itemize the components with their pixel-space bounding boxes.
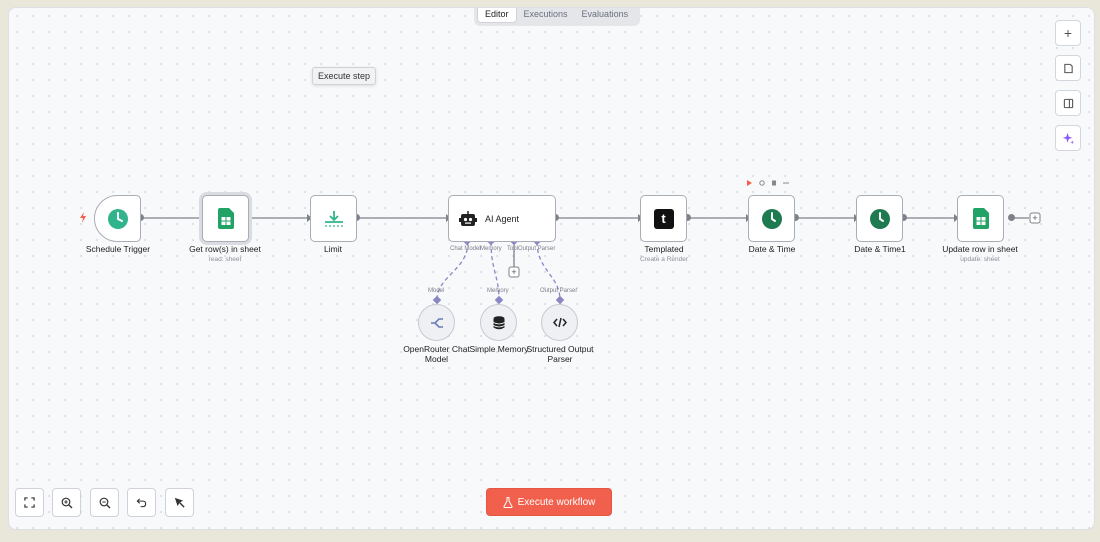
sub-port-model: Model [428, 288, 445, 294]
node-update-row[interactable] [957, 195, 1004, 242]
port-memory: Memory [480, 246, 502, 252]
clock-icon [869, 208, 890, 229]
google-sheets-icon [972, 208, 989, 229]
zoom-in-button[interactable] [52, 488, 81, 517]
port-chat-model: Chat Model [450, 246, 481, 252]
tab-evaluations[interactable]: Evaluations [581, 9, 629, 19]
tab-executions[interactable]: Executions [523, 9, 568, 19]
undo-button[interactable] [127, 488, 156, 517]
port-tool: Tool [507, 246, 519, 252]
node-subtitle: update: sheet [960, 256, 1000, 263]
node-date-time-1[interactable] [856, 195, 903, 242]
node-label: Date & Time1 [854, 244, 906, 254]
note-icon [1063, 63, 1073, 73]
clock-icon [107, 208, 128, 229]
play-icon [747, 180, 752, 186]
clock-icon [761, 208, 782, 229]
svg-text:+: + [511, 267, 516, 277]
view-tabs: Editor Executions Evaluations [474, 8, 640, 26]
port-output-parser: Output Parser [518, 246, 556, 252]
code-icon [552, 317, 567, 328]
fullscreen-icon [24, 497, 35, 508]
templated-logo-icon: t [653, 208, 674, 229]
node-label: OpenRouter Chat Model [403, 344, 470, 364]
sub-port-output-parser: Output Parser [540, 288, 578, 294]
tab-editor[interactable]: Editor [477, 8, 517, 23]
node-get-rows[interactable] [202, 195, 249, 242]
zoom-out-button[interactable] [90, 488, 119, 517]
connections: + + [140, 212, 1041, 305]
node-label: Date & Time [748, 244, 796, 254]
output-handle[interactable] [900, 214, 907, 221]
node-label: Schedule Trigger [85, 244, 151, 254]
add-node-button[interactable]: + [1055, 20, 1081, 46]
node-label: Templated [644, 244, 684, 254]
sticky-note-button[interactable] [1055, 55, 1081, 81]
execute-step-tooltip: Execute step [312, 67, 377, 85]
sparkle-icon [1062, 132, 1074, 144]
node-schedule-trigger[interactable] [94, 195, 141, 242]
limit-icon [324, 210, 343, 227]
node-hover-toolbar [747, 180, 789, 186]
node-simple-memory[interactable] [480, 304, 517, 341]
node-label: Update row in sheet [942, 244, 1018, 254]
zoom-out-icon [99, 497, 110, 508]
tidy-up-button[interactable] [165, 488, 194, 517]
node-date-time[interactable] [748, 195, 795, 242]
wand-icon [174, 497, 185, 508]
robot-icon [459, 210, 477, 226]
openrouter-icon [430, 317, 443, 328]
node-limit[interactable] [310, 195, 357, 242]
sidebar-icon [1063, 98, 1073, 108]
zoom-in-icon [61, 497, 72, 508]
execute-workflow-label: Execute workflow [517, 496, 596, 508]
ai-assistant-button[interactable] [1055, 125, 1081, 151]
execute-workflow-button[interactable]: Execute workflow [486, 488, 612, 516]
node-label: Get row(s) in sheet [189, 244, 261, 254]
node-title: AI Agent [485, 213, 520, 224]
node-subtitle: Create a Render [639, 256, 689, 263]
undo-icon [136, 498, 147, 508]
svg-text:+: + [1032, 213, 1037, 223]
node-label: Structured Output Parser [526, 344, 594, 364]
node-ai-agent[interactable]: AI Agent [448, 195, 556, 242]
output-handle[interactable] [1008, 214, 1015, 221]
output-handle[interactable] [792, 214, 799, 221]
node-label: Simple Memory [469, 344, 529, 354]
power-icon [759, 180, 765, 186]
google-sheets-icon [217, 208, 234, 229]
fit-view-button[interactable] [15, 488, 44, 517]
trash-icon [772, 180, 776, 186]
output-handle[interactable] [684, 214, 691, 221]
node-openrouter[interactable] [418, 304, 455, 341]
flask-icon [503, 496, 513, 508]
node-label: Limit [324, 244, 342, 254]
node-structured-output-parser[interactable] [541, 304, 578, 341]
workflow-canvas[interactable]: Editor Executions Evaluations Execute st… [8, 7, 1095, 530]
plus-icon: + [1063, 25, 1073, 41]
panel-toggle-button[interactable] [1055, 90, 1081, 116]
node-templated[interactable]: t [640, 195, 687, 242]
sub-port-memory: Memory [487, 288, 509, 294]
database-icon [492, 315, 505, 329]
node-subtitle: read: sheet [208, 256, 242, 263]
trigger-bolt-icon [80, 212, 86, 223]
